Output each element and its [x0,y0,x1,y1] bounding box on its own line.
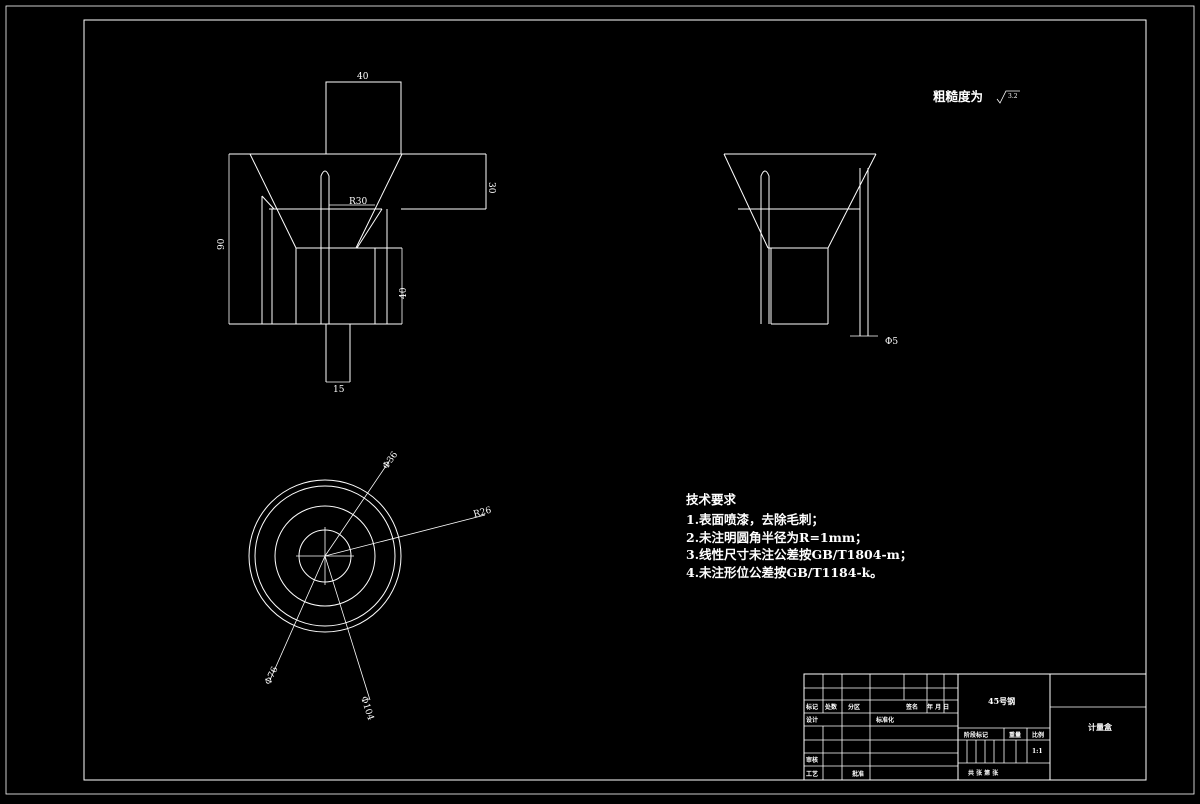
center-rod [320,170,330,324]
tb-scale-value: 1:1 [1032,748,1043,755]
dim-top-width: 40 [357,72,369,82]
tech-req-item-2: 2.未注明圆角半径为R=1mm； [686,530,868,545]
roughness-symbol [996,90,1020,104]
tech-req-item-4: 4.未注形位公差按GB/T1184-k。 [686,565,883,580]
tb-stage-mark: 阶段标记 [964,731,988,739]
tb-date: 年 月 日 [927,703,949,711]
tb-standardize: 标准化 [875,716,894,724]
dim-plan-d2: Φ104 [358,695,375,722]
tb-review: 审核 [806,756,818,764]
tb-scale: 比例 [1032,731,1044,739]
front-view: 40 R30 30 90 40 15 [217,72,496,395]
roughness-label: 粗糙度为 [933,89,983,104]
outer-border [5,5,1195,795]
tb-signature: 签名 [905,703,918,711]
tb-part-name: 计量盒 [1088,722,1113,732]
funnel-left-inner [261,195,275,210]
tech-req-title: 技术要求 [686,492,737,507]
dim-plan-d1: Φ76 [264,665,281,687]
tb-zone: 分区 [848,703,860,711]
dim-flange-height: 30 [486,182,496,194]
top-stem-outline [325,81,402,154]
title-block: 45号钢 计量盒 标记 处数 分区 签名 年 月 日 设计 标准化 阶段标记 重… [803,673,1147,781]
funnel-right-outer [355,153,403,249]
dim-bore-radius: R30 [349,197,368,207]
dim-plan-radius: R26 [472,506,492,520]
dim-lower-height: 40 [399,287,409,299]
tb-count: 处数 [824,703,838,711]
dim-plan-top: Φ36 [381,450,400,471]
tech-req-item-1: 1.表面喷漆，去除毛刺； [686,512,824,527]
inner-frame [83,19,1147,781]
side-view: Φ5 [723,153,898,347]
dim-rod-diameter: Φ5 [885,337,898,347]
tb-material: 45号钢 [988,696,1015,706]
tb-approve: 批准 [852,770,864,778]
tb-weight: 重量 [1009,731,1021,739]
tech-req-item-3: 3.线性尺寸未注公差按GB/T1804-m； [686,547,912,562]
plan-view: Φ36 R26 Φ76 Φ104 [248,450,493,722]
tb-process: 工艺 [806,770,818,778]
funnel-left-outer [249,153,297,249]
dim-stem-width: 15 [333,385,345,395]
roughness-value: 3.2 [1008,93,1018,100]
funnel-right-inner [356,208,383,249]
dim-total-height: 90 [217,238,227,250]
tb-mark: 标记 [805,703,818,711]
tb-design: 设计 [806,716,818,724]
tb-sheet-info: 共 张 第 张 [968,769,999,777]
